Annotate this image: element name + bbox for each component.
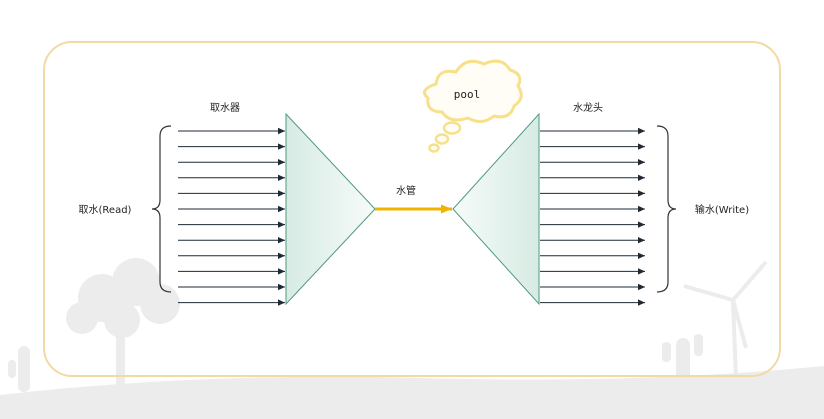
windmill-icon: [683, 260, 768, 381]
thought-bubble: [442, 121, 462, 135]
background-decoration: [0, 258, 824, 419]
left-funnel: [285, 112, 376, 306]
left-brace: [151, 125, 172, 293]
pipe-label: 水管: [396, 184, 416, 197]
left-arrow-group: [178, 127, 285, 306]
right-group-label: 水龙头: [573, 101, 603, 114]
cloud-label: pool: [454, 88, 481, 101]
frame-border: [43, 41, 781, 377]
thought-bubble: [434, 133, 450, 145]
right-arrow-group: [540, 127, 645, 306]
thought-cloud: pool: [422, 59, 523, 153]
left-brace-label: 取水(Read): [79, 204, 132, 216]
left-group-label: 取水器: [210, 102, 240, 114]
ground-hill: [0, 366, 824, 419]
cloud-shape: [422, 59, 523, 123]
cactus-icon: [662, 334, 703, 384]
tree-icon: [66, 258, 180, 388]
cactus-icon: [8, 346, 30, 392]
right-funnel: [452, 112, 540, 306]
right-brace: [656, 125, 677, 293]
thought-bubble: [428, 143, 440, 153]
right-brace-label: 输水(Write): [695, 203, 749, 216]
